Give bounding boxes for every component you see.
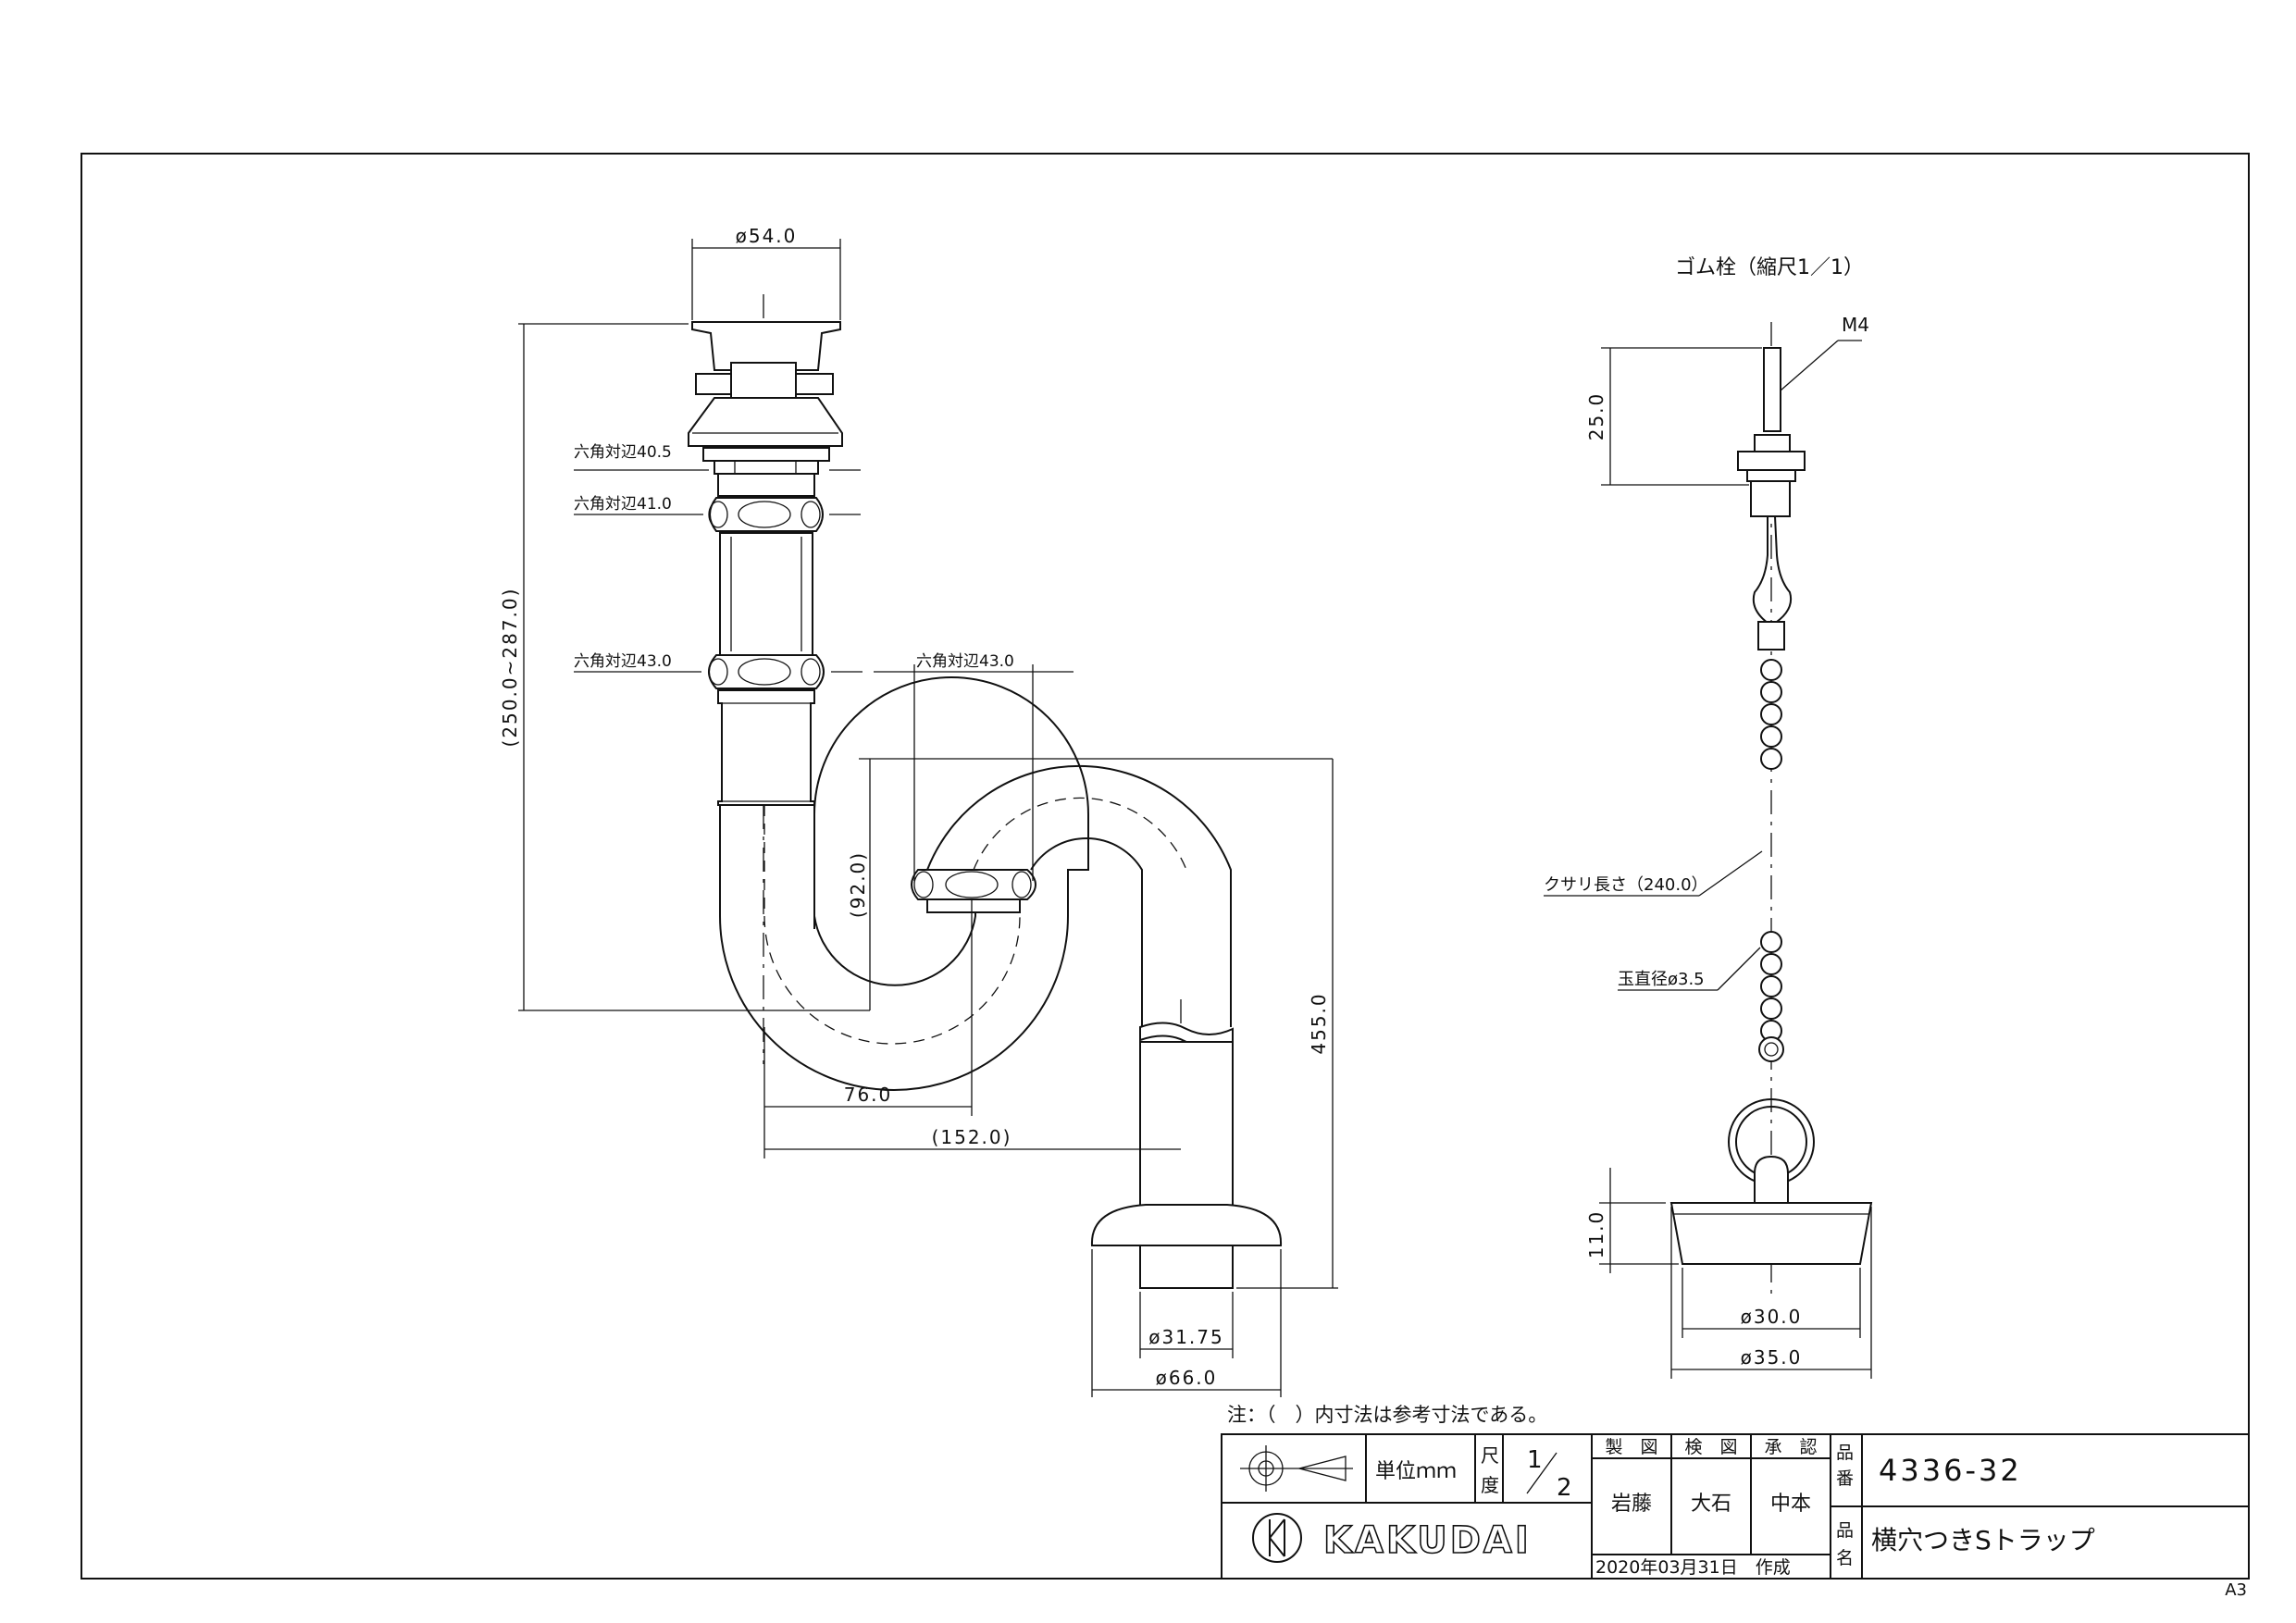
- dim-thread-length: 25.0: [1585, 392, 1607, 441]
- kakudai-logo: KAKUDAI: [1252, 1513, 1532, 1563]
- drawn-by: 岩藤: [1611, 1493, 1652, 1516]
- sheet-size: A3: [2225, 1580, 2247, 1600]
- plug-dimensions: M4 25.0 クサリ長さ（240.0） 玉直径ø3.5 11.0 ø30.0 …: [1544, 314, 1872, 1379]
- dim-hex-40-5: 六角対辺40.5: [574, 443, 672, 462]
- name-label-2: 名: [1836, 1548, 1854, 1568]
- drawing-note: 注：（ ）内寸法は参考寸法である。: [1227, 1404, 1547, 1426]
- approved-label: 承 認: [1764, 1437, 1817, 1457]
- dim-thread: M4: [1842, 314, 1869, 336]
- unit-label: 単位ｍｍ: [1375, 1460, 1457, 1483]
- name-label-1: 品: [1836, 1520, 1854, 1541]
- title-block: 単位ｍｍ 尺 度 1 2 製 図 検 図 承 認 岩藤 大石 中本 2020年0…: [1221, 1433, 2250, 1580]
- dim-plug-height: 11.0: [1585, 1210, 1607, 1259]
- dim-chain-length: クサリ長さ（240.0）: [1544, 875, 1708, 895]
- scale-numerator: 1: [1527, 1446, 1543, 1474]
- part-no-label-1: 品: [1836, 1443, 1854, 1463]
- scale-denominator: 2: [1557, 1474, 1572, 1502]
- dim-flange-diameter: ø66.0: [1156, 1367, 1218, 1389]
- issue-date: 2020年03月31日 作成: [1595, 1557, 1791, 1578]
- dim-total-height: 455.0: [1308, 992, 1330, 1054]
- product-name: 横穴つきSトラップ: [1871, 1525, 2095, 1555]
- approved-by: 中本: [1770, 1493, 1811, 1516]
- part-number: 4336-32: [1879, 1453, 2022, 1488]
- dim-top-diameter: ø54.0: [736, 225, 798, 247]
- dim-pipe-diameter: ø31.75: [1148, 1326, 1224, 1348]
- dim-hex-41-0: 六角対辺41.0: [574, 495, 672, 514]
- plug-title: ゴム栓（縮尺1／1）: [1675, 256, 1864, 279]
- dim-trap-depth: (92.0): [847, 851, 869, 918]
- dim-offset-76: 76.0: [844, 1084, 893, 1106]
- dim-plug-bottom: ø30.0: [1741, 1306, 1803, 1328]
- dim-offset-152: (152.0): [932, 1126, 1012, 1148]
- drawn-label: 製 図: [1605, 1437, 1657, 1457]
- checked-by: 大石: [1691, 1493, 1731, 1516]
- scale-label-1: 尺: [1481, 1444, 1499, 1467]
- dim-hex-43-0-right: 六角対辺43.0: [916, 652, 1014, 671]
- dim-overall-height: (250.0~287.0): [499, 588, 521, 748]
- dim-hex-43-0-left: 六角対辺43.0: [574, 652, 672, 671]
- part-no-label-2: 番: [1836, 1468, 1854, 1489]
- dim-ball-diameter: 玉直径ø3.5: [1618, 970, 1705, 989]
- drawing-border: [81, 153, 2250, 1580]
- s-trap-view: [688, 294, 1283, 1289]
- checked-label: 検 図: [1684, 1437, 1737, 1457]
- dim-plug-top: ø35.0: [1741, 1346, 1803, 1369]
- rubber-plug-view: ゴム栓（縮尺1／1）: [1669, 256, 1873, 1295]
- scale-label-2: 度: [1481, 1474, 1499, 1496]
- main-dimensions: ø54.0 (250.0~287.0) 六角対辺40.5 六角対辺41.0 六角…: [499, 225, 1338, 1397]
- company-name: KAKUDAI: [1323, 1519, 1532, 1562]
